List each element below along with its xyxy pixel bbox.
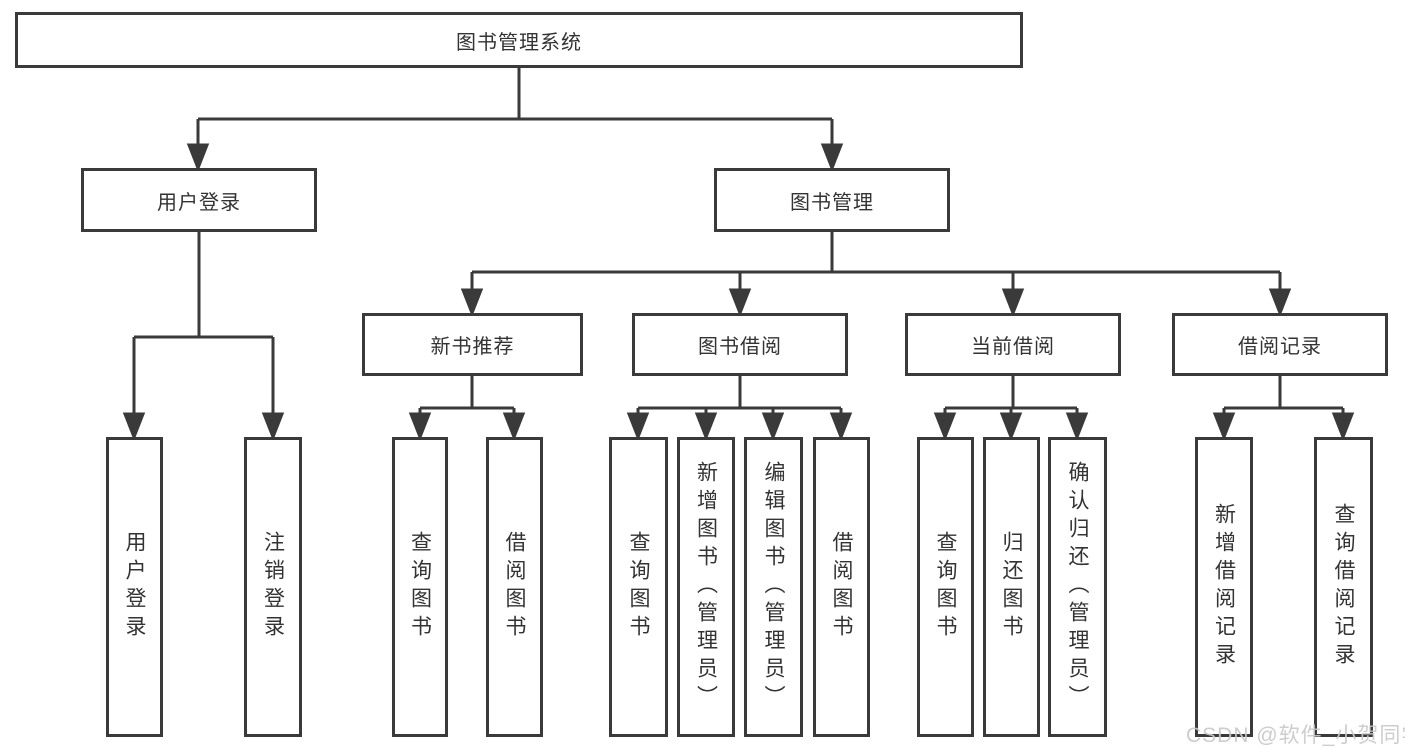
node-book-management-label: 图书管理 [790,191,874,214]
leaf-bb-query-book: 查询图书 [609,437,668,737]
node-book-borrow-label: 图书借阅 [698,336,782,358]
csdn-watermark: CSDN @软件_小贺同学 [1186,724,1405,747]
leaf-rec-borrow-book: 借阅图书 [486,437,543,737]
node-book-borrow: 图书借阅 [632,313,848,376]
node-root: 图书管理系统 [15,12,1023,68]
leaf-cb-confirm-return-admin-label: 确认归还（管理员） [1066,461,1089,713]
leaf-rec-borrow-book-label: 借阅图书 [503,531,526,643]
node-borrow-record-label: 借阅记录 [1238,336,1322,358]
leaf-bb-edit-book-admin-label: 编辑图书（管理员） [762,461,785,713]
connector-bookmgmt-to-level3 [460,232,1292,318]
leaf-bb-add-book-admin: 新增图书（管理员） [677,437,735,737]
node-root-label: 图书管理系统 [456,31,582,54]
leaf-logout-label: 注销登录 [261,531,285,643]
leaf-bb-borrow-book-label: 借阅图书 [830,531,853,643]
leaf-bb-borrow-book: 借阅图书 [813,437,870,737]
leaf-cb-return-book-label: 归还图书 [1000,531,1023,643]
leaf-cb-return-book: 归还图书 [983,437,1040,737]
leaf-bb-edit-book-admin: 编辑图书（管理员） [744,437,803,737]
leaf-br-query-record-label: 查询借阅记录 [1332,503,1355,671]
leaf-bb-query-book-label: 查询图书 [627,531,650,643]
connector-userlogin-to-leaves [122,232,285,442]
node-user-login-label: 用户登录 [157,191,241,214]
leaf-user-login-label: 用户登录 [123,531,146,643]
connector-currentborrow-to-leaves [933,376,1089,442]
leaf-rec-query-book: 查询图书 [392,437,448,737]
node-current-borrow-label: 当前借阅 [971,336,1055,358]
node-new-book-recommend-label: 新书推荐 [430,336,515,358]
leaf-cb-query-book-label: 查询图书 [934,531,957,643]
node-new-book-recommend: 新书推荐 [362,313,583,376]
leaf-logout: 注销登录 [244,437,302,737]
node-user-login: 用户登录 [81,168,317,232]
leaf-bb-add-book-admin-label: 新增图书（管理员） [694,461,718,713]
leaf-br-add-record: 新增借阅记录 [1195,437,1253,737]
connector-bookborrow-to-leaves [626,376,853,442]
connector-borrowrecord-to-leaves [1212,376,1355,442]
leaf-br-add-record-label: 新增借阅记录 [1212,503,1236,671]
leaf-rec-query-book-label: 查询图书 [408,531,432,643]
leaf-cb-query-book: 查询图书 [917,437,974,737]
leaf-user-login: 用户登录 [106,437,163,737]
connector-newbookrec-to-leaves [408,376,526,442]
connector-root-to-level2 [186,68,844,173]
leaf-br-query-record: 查询借阅记录 [1314,437,1373,737]
node-book-management: 图书管理 [714,168,950,232]
node-current-borrow: 当前借阅 [905,313,1121,376]
node-borrow-record: 借阅记录 [1172,313,1388,376]
leaf-cb-confirm-return-admin: 确认归还（管理员） [1048,437,1107,737]
